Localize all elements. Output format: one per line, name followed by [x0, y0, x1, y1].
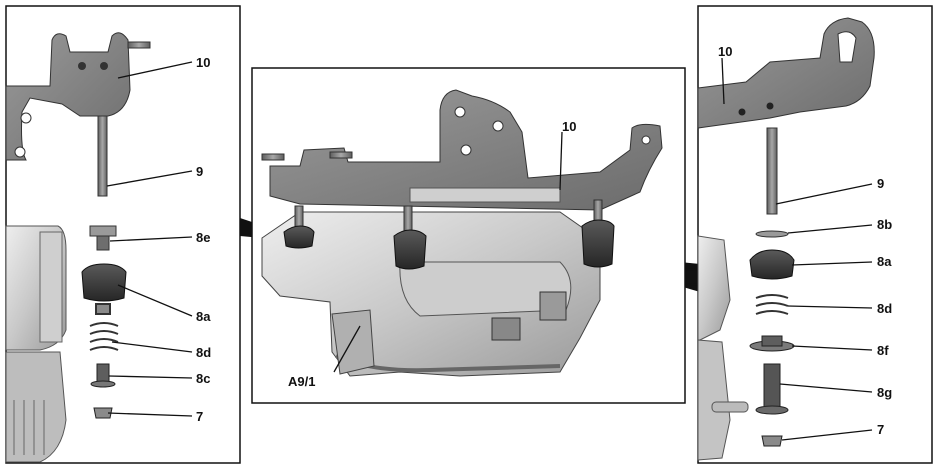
right-bracket-hole — [766, 102, 774, 110]
left-panel: 10 9 8e 8a 8d 8c 7 — [5, 5, 241, 464]
left-label-8d: 8d — [196, 345, 211, 360]
center-label-a91: A9/1 — [288, 374, 315, 389]
center-label-10: 10 — [562, 119, 576, 134]
left-label-7: 7 — [196, 409, 203, 424]
left-label-9: 9 — [196, 164, 203, 179]
left-pin-9 — [97, 115, 108, 197]
left-bracket-hole — [20, 112, 32, 124]
center-panel: 10 A9/1 — [251, 67, 686, 404]
right-part-8a — [749, 249, 795, 280]
right-leader-lines — [721, 57, 873, 441]
center-mount-left — [283, 205, 315, 249]
left-compressor-flange — [39, 231, 63, 343]
left-bracket-10 — [5, 32, 131, 161]
right-label-8f: 8f — [877, 343, 889, 358]
left-bracket-hole — [78, 62, 86, 70]
center-bracket-hole — [460, 144, 472, 156]
right-label-10: 10 — [718, 44, 732, 59]
left-part-8a — [81, 263, 127, 302]
right-part-8d — [755, 294, 789, 315]
right-part-8f-top — [761, 335, 783, 347]
left-bracket-stud — [127, 41, 151, 49]
center-bracket-strip — [409, 187, 561, 203]
center-mount-middle — [393, 205, 427, 270]
right-part-8g-base — [755, 405, 789, 415]
left-part-8e-neck — [96, 235, 110, 251]
left-label-10: 10 — [196, 55, 210, 70]
left-label-8a: 8a — [196, 309, 211, 324]
left-bracket-hole — [14, 146, 26, 158]
left-part-8e — [89, 225, 117, 237]
left-leader-lines — [106, 61, 193, 417]
right-bracket-hole — [738, 108, 746, 116]
center-bracket-stud — [329, 151, 353, 159]
left-label-8c: 8c — [196, 371, 210, 386]
center-leader-a91 — [333, 325, 361, 373]
left-part-8d — [89, 303, 119, 351]
left-label-8e: 8e — [196, 230, 210, 245]
right-bracket-10 — [697, 17, 875, 129]
right-bracket-hook — [837, 31, 857, 63]
right-part-8b — [755, 230, 789, 238]
center-bracket-hole — [641, 135, 651, 145]
center-bracket-hole — [492, 120, 504, 132]
left-part-8c — [96, 363, 110, 383]
right-part-7 — [761, 435, 783, 447]
center-connector-block-2 — [539, 291, 567, 321]
right-label-9: 9 — [877, 176, 884, 191]
left-bracket-hole — [100, 62, 108, 70]
right-panel: 10 9 8b 8a 8d 8f 8g 7 — [697, 5, 933, 464]
left-compressor-lower — [5, 351, 67, 463]
center-leader-10 — [559, 131, 563, 191]
left-part-8c-base — [90, 380, 116, 388]
right-label-7: 7 — [877, 422, 884, 437]
left-part-7 — [93, 407, 113, 419]
right-fitting — [711, 401, 749, 413]
right-label-8d: 8d — [877, 301, 892, 316]
center-mount-right — [581, 199, 615, 268]
center-bracket-stud — [261, 153, 285, 161]
right-part-8g — [763, 363, 781, 409]
center-bracket-hole — [454, 106, 466, 118]
right-pin-9 — [766, 127, 778, 215]
right-label-8a: 8a — [877, 254, 892, 269]
right-label-8g: 8g — [877, 385, 892, 400]
right-compressor-lower — [697, 339, 731, 461]
right-label-8b: 8b — [877, 217, 892, 232]
center-connector-block — [491, 317, 521, 341]
